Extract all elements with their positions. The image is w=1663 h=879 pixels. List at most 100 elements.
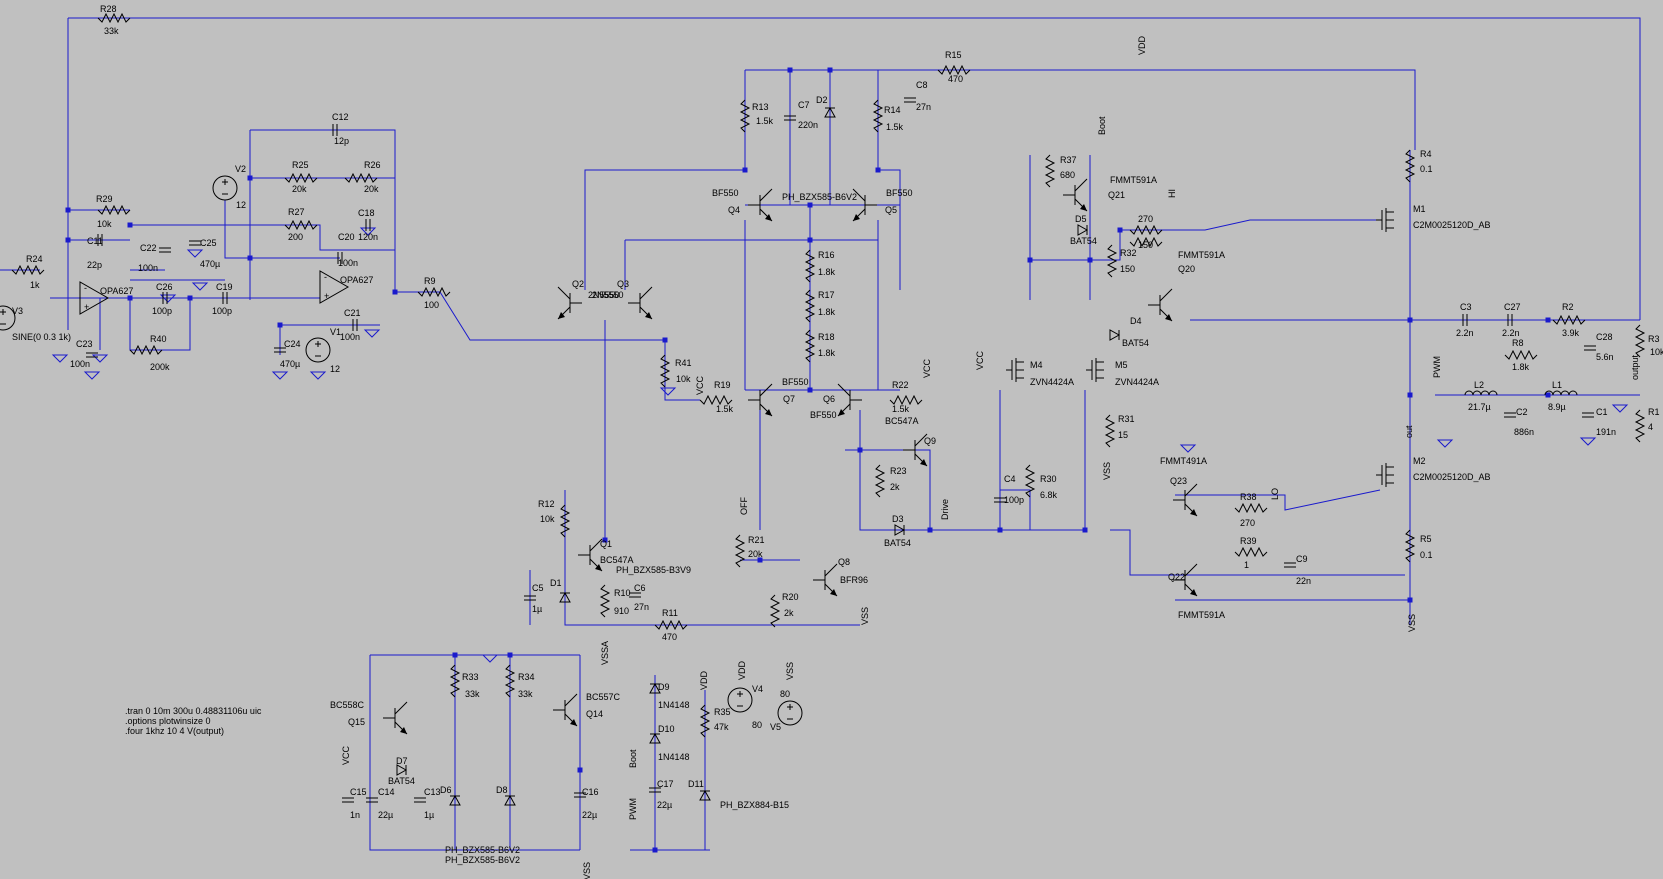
resistor[interactable]: 150 (1129, 236, 1163, 250)
resistor[interactable]: 270 (1129, 214, 1163, 236)
inductor-l1[interactable]: L18.9µ (1544, 380, 1578, 412)
opamp-2[interactable]: -+OPA627 (319, 270, 373, 304)
capacitor-c3[interactable]: C32.2n (1456, 302, 1474, 338)
resistor-r4[interactable]: R40.1 (1404, 149, 1433, 183)
resistor-r1[interactable]: R14 (1634, 407, 1660, 443)
opamp-1[interactable]: -+OPA627 (79, 281, 133, 315)
resistor-r2[interactable]: R23.9k (1552, 302, 1586, 338)
resistor-r8[interactable]: R81.8k (1504, 338, 1538, 372)
